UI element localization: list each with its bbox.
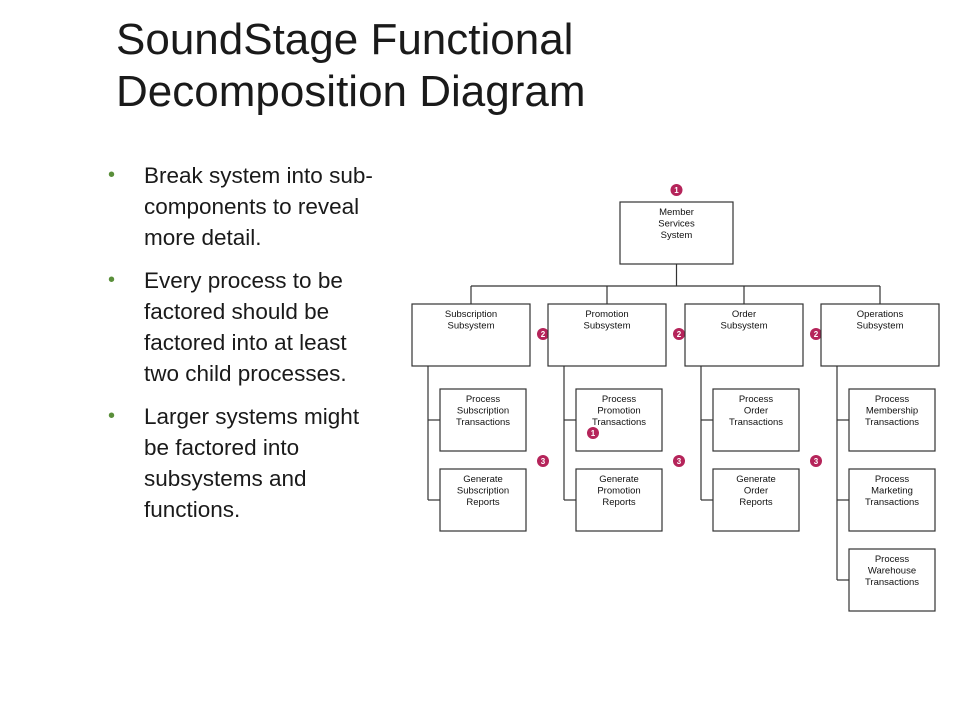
decomposition-diagram-svg: MemberServicesSystem1SubscriptionSubsyst… [411,184,940,612]
subsystem-box-label: Subsystem [584,321,631,332]
process-box-label: Subscription [457,486,509,497]
process-box-label: Subscription [457,406,509,417]
root-box-label: Services [658,219,695,230]
process-box-label: Reports [739,497,773,508]
root-box [619,201,734,265]
process-box-label: Transactions [729,417,783,428]
process-box [575,388,663,452]
bullet-text: Larger systems might be factored into su… [144,404,360,522]
bullet-list: • Break system into sub-components to re… [108,160,383,537]
number-badge-label: 2 [814,330,819,339]
process-box-label: Membership [866,406,918,417]
process-box-label: Process [875,554,910,565]
subsystem-box [411,303,531,367]
process-box-label: Order [744,486,768,497]
bullet-dot-icon: • [108,164,116,186]
number-badge-icon [537,455,549,467]
process-box-label: Transactions [865,577,919,588]
number-badge-icon [810,455,822,467]
number-badge-label: 2 [677,330,682,339]
number-badge-label: 2 [541,330,546,339]
process-box-label: Process [739,394,774,405]
subsystem-box [547,303,667,367]
process-box-label: Process [875,394,910,405]
process-box-label: Promotion [597,486,640,497]
bullet-item: • Every process to be factored should be… [108,265,383,389]
number-badge-icon [670,184,683,196]
number-badge-label: 1 [674,186,679,195]
process-box [712,468,800,532]
number-badge-label: 3 [677,457,682,466]
title-line-2: Decomposition Diagram [116,67,586,116]
process-box-label: Reports [466,497,500,508]
subsystem-box-label: Subscription [445,309,497,320]
subsystem-box [684,303,804,367]
process-box [439,388,527,452]
bullet-dot-icon: • [108,269,116,291]
number-badge-icon [810,328,822,340]
process-box-label: Generate [736,474,776,485]
process-box [848,468,936,532]
number-badge-icon [587,427,599,439]
process-box-label: Process [602,394,637,405]
number-badge-icon [673,455,685,467]
number-badge-label: 3 [541,457,546,466]
subsystem-box [820,303,940,367]
process-box-label: Generate [599,474,639,485]
number-badge-icon [673,328,685,340]
subsystem-box-label: Order [732,309,756,320]
process-box-label: Process [875,474,910,485]
bullet-item: • Break system into sub-components to re… [108,160,383,253]
subsystem-box-label: Operations [857,309,904,320]
process-box-label: Warehouse [868,566,916,577]
slide-title: SoundStage Functional Decomposition Diag… [116,14,816,118]
root-box-label: System [661,230,693,241]
process-box-label: Promotion [597,406,640,417]
process-box-label: Transactions [865,417,919,428]
process-box-label: Transactions [592,417,646,428]
process-box [848,388,936,452]
number-badge-label: 3 [814,457,819,466]
bullet-dot-icon: • [108,405,116,427]
bullet-text: Every process to be factored should be f… [144,268,347,386]
process-box [439,468,527,532]
subsystem-box-label: Subsystem [721,321,768,332]
process-box-label: Reports [602,497,636,508]
process-box [712,388,800,452]
process-box-label: Order [744,406,768,417]
process-box-label: Marketing [871,486,913,497]
process-box-label: Process [466,394,501,405]
number-badge-icon [537,328,549,340]
process-box-label: Transactions [865,497,919,508]
process-box-label: Transactions [456,417,510,428]
bullet-item: • Larger systems might be factored into … [108,401,383,525]
process-box [848,548,936,612]
subsystem-box-label: Subsystem [448,321,495,332]
root-box-label: Member [659,207,694,218]
process-box-label: Generate [463,474,503,485]
subsystem-box-label: Subsystem [857,321,904,332]
process-box [575,468,663,532]
title-line-1: SoundStage Functional [116,15,574,64]
number-badge-label: 1 [591,429,596,438]
subsystem-box-label: Promotion [585,309,628,320]
bullet-text: Break system into sub-components to reve… [144,163,373,250]
